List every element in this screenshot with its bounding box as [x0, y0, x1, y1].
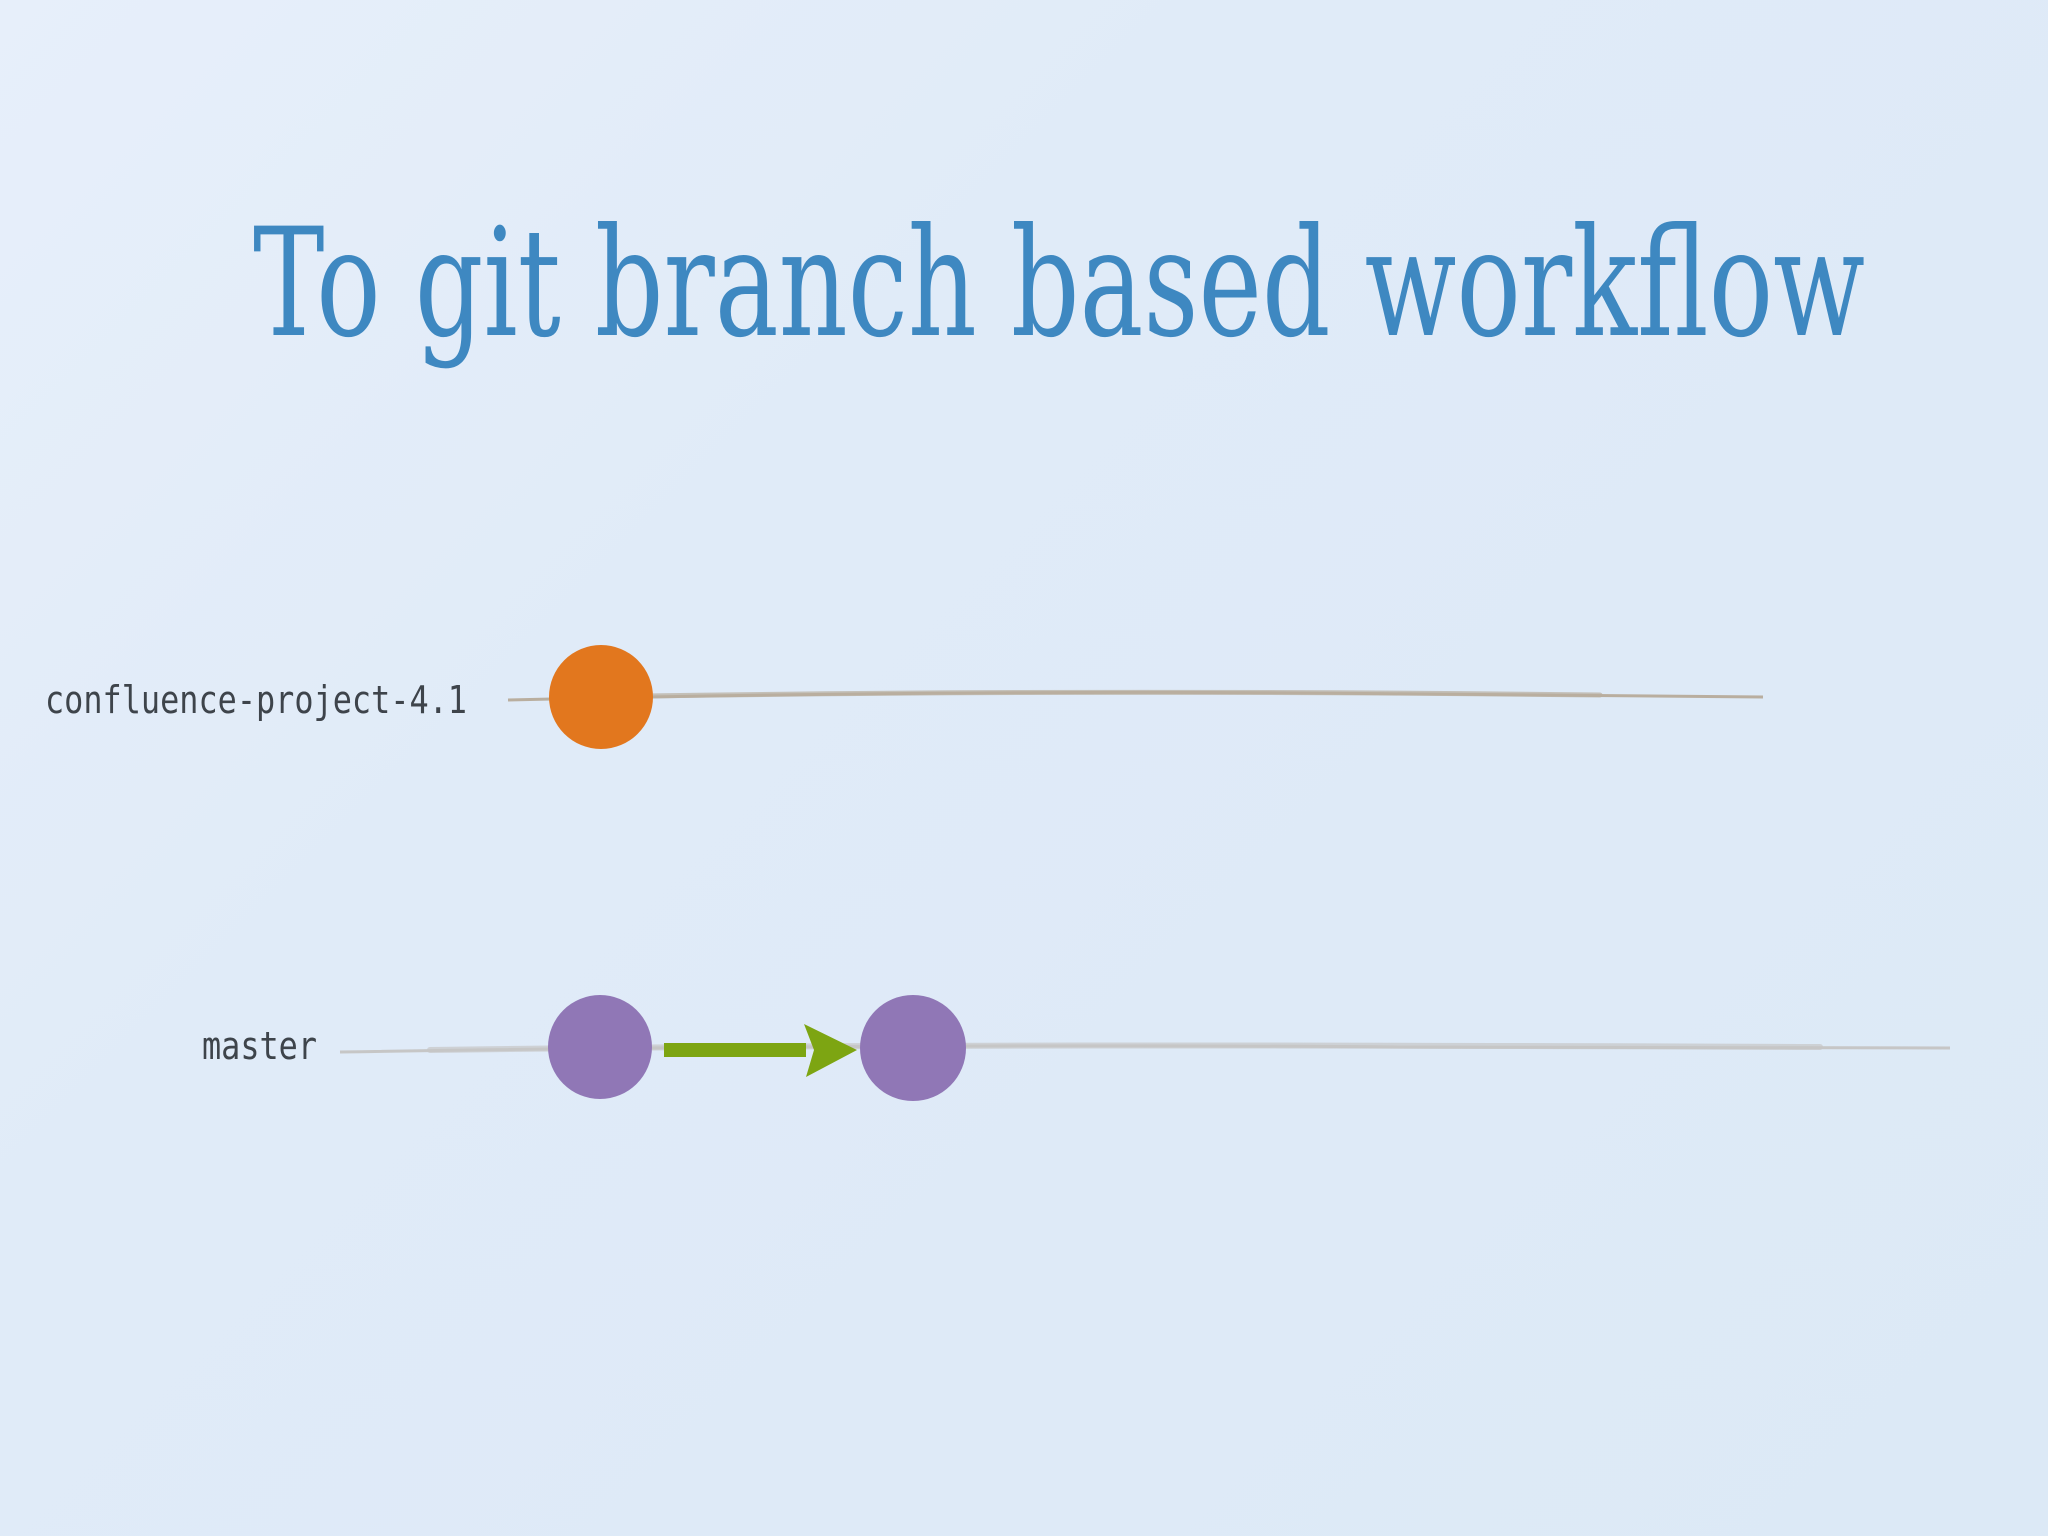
branch-row-master: master	[202, 995, 1951, 1101]
commit-node	[860, 995, 966, 1101]
commit-node	[549, 645, 653, 749]
slide-title: To git branch based workflow	[253, 197, 1865, 371]
commit-arrow	[664, 1024, 857, 1077]
branch-timeline-stroke	[582, 689, 1603, 700]
commit-node	[548, 995, 652, 1099]
commit-arrow-head	[804, 1024, 857, 1077]
branch-label: confluence-project-4.1	[45, 678, 467, 722]
branch-row-confluence-project: confluence-project-4.1	[45, 645, 1764, 749]
branch-label: master	[202, 1024, 317, 1068]
